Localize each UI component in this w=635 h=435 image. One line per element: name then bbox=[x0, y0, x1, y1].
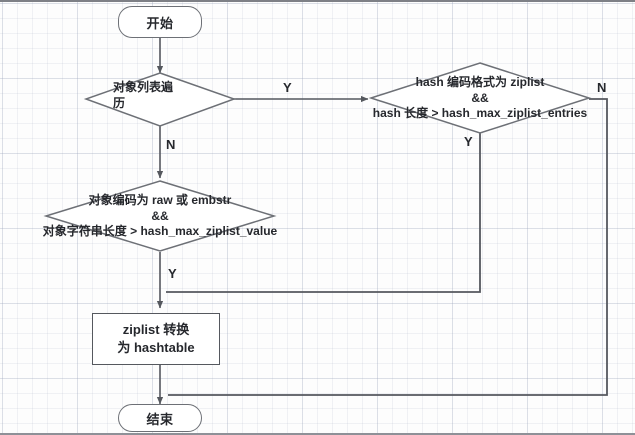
decision-object-encoding-shape bbox=[43, 180, 277, 252]
edge-label-object-encoding-yes: Y bbox=[168, 266, 177, 281]
node-process-convert-label: ziplist 转换 为 hashtable bbox=[117, 322, 195, 355]
edge-label-hash-encoding-no: N bbox=[597, 80, 607, 95]
node-decision-iterate[interactable]: 对象列表遍 历 bbox=[83, 72, 237, 127]
node-decision-object-encoding[interactable]: 对象编码为 raw 或 embstr && 对象字符串长度 > hash_max… bbox=[43, 180, 277, 252]
edge-label-hash-encoding-yes: Y bbox=[464, 134, 473, 149]
canvas-top-border bbox=[0, 0, 635, 2]
node-end[interactable]: 结束 bbox=[118, 404, 202, 432]
node-start[interactable]: 开始 bbox=[118, 6, 202, 38]
node-start-label: 开始 bbox=[146, 15, 174, 31]
node-end-label: 结束 bbox=[146, 411, 174, 427]
node-decision-hash-encoding[interactable]: hash 编码格式为 ziplist && hash 长度 > hash_max… bbox=[368, 62, 592, 134]
canvas-bottom-border bbox=[0, 433, 635, 435]
edge-label-iterate-no: N bbox=[166, 137, 176, 152]
decision-iterate-shape bbox=[83, 72, 237, 127]
edge-label-iterate-yes: Y bbox=[283, 80, 292, 95]
decision-hash-encoding-shape bbox=[368, 62, 592, 134]
node-process-convert[interactable]: ziplist 转换 为 hashtable bbox=[92, 313, 220, 365]
